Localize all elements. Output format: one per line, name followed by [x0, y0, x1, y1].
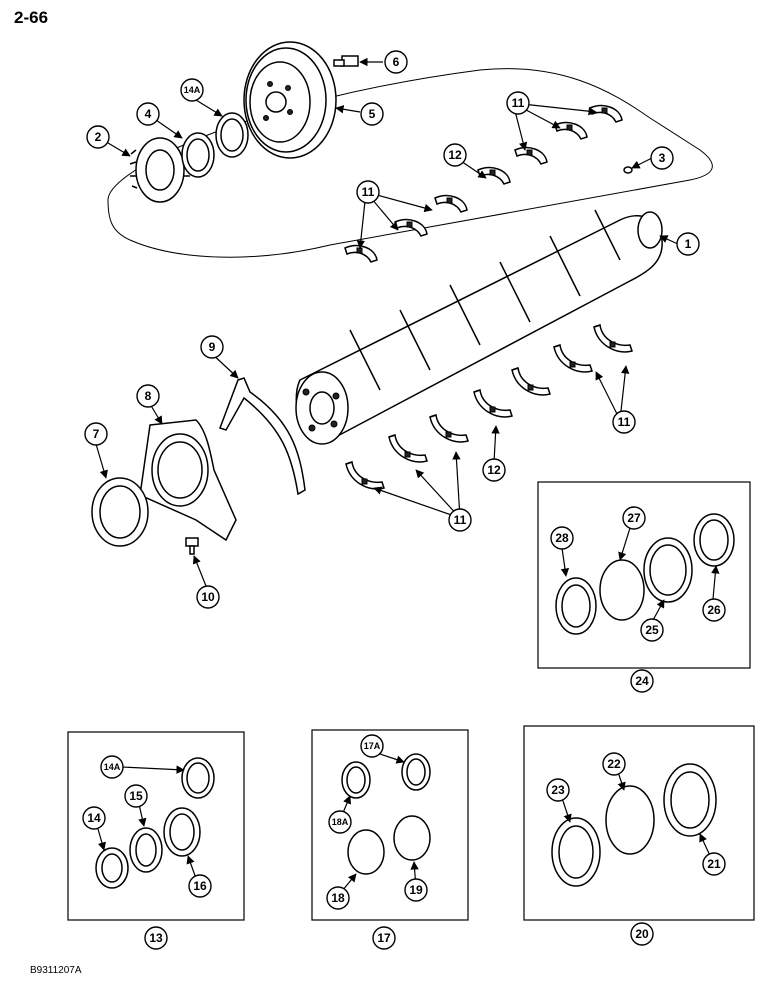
svg-text:15: 15 — [129, 789, 143, 803]
svg-text:7: 7 — [93, 427, 100, 441]
callout-12-upper: 12 — [443, 143, 467, 167]
svg-text:3: 3 — [659, 151, 666, 165]
callout-11-upper: 11 — [506, 91, 530, 115]
callout-18a: 18A — [328, 810, 352, 834]
callout-27: 27 — [622, 506, 646, 530]
callout-16: 16 — [188, 874, 212, 898]
svg-text:4: 4 — [145, 107, 152, 121]
callout-26: 26 — [702, 598, 726, 622]
callout-19: 19 — [404, 878, 428, 902]
svg-text:10: 10 — [201, 590, 215, 604]
kit-20-parts — [551, 763, 717, 887]
callout-9: 9 — [200, 335, 224, 359]
svg-text:17A: 17A — [364, 741, 381, 751]
callout-18: 18 — [326, 886, 350, 910]
callout-5: 5 — [360, 102, 384, 126]
page-number: 2-66 — [14, 8, 49, 27]
svg-text:17: 17 — [377, 931, 391, 945]
callout-14: 14 — [82, 806, 106, 830]
kit-box-17 — [311, 729, 469, 921]
svg-text:16: 16 — [193, 879, 207, 893]
svg-text:28: 28 — [555, 531, 569, 545]
kit-13-parts — [95, 757, 215, 889]
svg-text:12: 12 — [487, 463, 501, 477]
kit-box-13 — [67, 731, 245, 921]
svg-text:18: 18 — [331, 891, 345, 905]
callout-3: 3 — [650, 146, 674, 170]
callout-11-mid: 11 — [356, 180, 380, 204]
callout-12-lower: 12 — [482, 458, 506, 482]
svg-text:22: 22 — [607, 757, 621, 771]
svg-text:13: 13 — [149, 931, 163, 945]
svg-text:21: 21 — [707, 857, 721, 871]
callout-17: 17 — [372, 926, 396, 950]
rear-seal-retainer — [139, 419, 237, 542]
callout-15: 15 — [124, 784, 148, 808]
callout-13: 13 — [144, 926, 168, 950]
svg-text:20: 20 — [635, 927, 649, 941]
callout-28: 28 — [550, 526, 574, 550]
kit-24-parts — [555, 513, 735, 635]
callout-14a-top: 14A — [180, 78, 204, 102]
crankshaft — [295, 209, 663, 445]
dowel-pin — [623, 166, 633, 174]
svg-text:19: 19 — [409, 883, 423, 897]
svg-text:5: 5 — [369, 107, 376, 121]
callout-25: 25 — [640, 618, 664, 642]
callout-6: 6 — [384, 50, 408, 74]
crankshaft-gear — [129, 137, 190, 203]
callout-22: 22 — [602, 752, 626, 776]
svg-text:27: 27 — [627, 511, 641, 525]
callout-24: 24 — [630, 669, 654, 693]
kit-box-20 — [523, 725, 755, 921]
callout-1: 1 — [676, 232, 700, 256]
svg-text:11: 11 — [454, 513, 467, 527]
callout-21: 21 — [702, 852, 726, 876]
svg-text:11: 11 — [618, 415, 631, 429]
svg-text:2: 2 — [95, 130, 102, 144]
svg-text:26: 26 — [707, 603, 721, 617]
rear-seal — [91, 477, 149, 547]
damper-bolt — [333, 55, 359, 67]
callout-2: 2 — [86, 125, 110, 149]
svg-text:12: 12 — [448, 148, 462, 162]
svg-text:11: 11 — [512, 96, 525, 110]
callout-17a: 17A — [360, 734, 384, 758]
svg-text:24: 24 — [635, 674, 649, 688]
vibration-damper — [243, 41, 337, 159]
svg-text:18A: 18A — [332, 817, 349, 827]
callout-11-lower-right: 11 — [612, 410, 636, 434]
svg-text:1: 1 — [685, 237, 692, 251]
callout-20: 20 — [630, 922, 654, 946]
figure-code: B9311207A — [30, 965, 82, 976]
kit-box-24 — [537, 481, 751, 669]
svg-text:8: 8 — [145, 389, 152, 403]
svg-text:14A: 14A — [184, 85, 201, 95]
front-seal — [215, 112, 249, 158]
svg-text:9: 9 — [209, 340, 216, 354]
callout-7: 7 — [84, 422, 108, 446]
svg-text:14A: 14A — [104, 762, 121, 772]
svg-text:11: 11 — [362, 185, 375, 199]
retainer-gasket — [219, 377, 306, 496]
svg-text:6: 6 — [393, 55, 400, 69]
callout-4: 4 — [136, 102, 160, 126]
callout-23: 23 — [546, 778, 570, 802]
callout-8: 8 — [136, 384, 160, 408]
callout-11-lower-left: 11 — [448, 508, 472, 532]
svg-text:14: 14 — [87, 811, 101, 825]
kit-17-parts — [341, 753, 431, 875]
svg-text:23: 23 — [551, 783, 565, 797]
svg-text:25: 25 — [645, 623, 659, 637]
callout-10: 10 — [196, 585, 220, 609]
wear-sleeve — [181, 132, 215, 178]
retainer-bolt — [185, 537, 199, 555]
callout-14a-box: 14A — [100, 755, 124, 779]
